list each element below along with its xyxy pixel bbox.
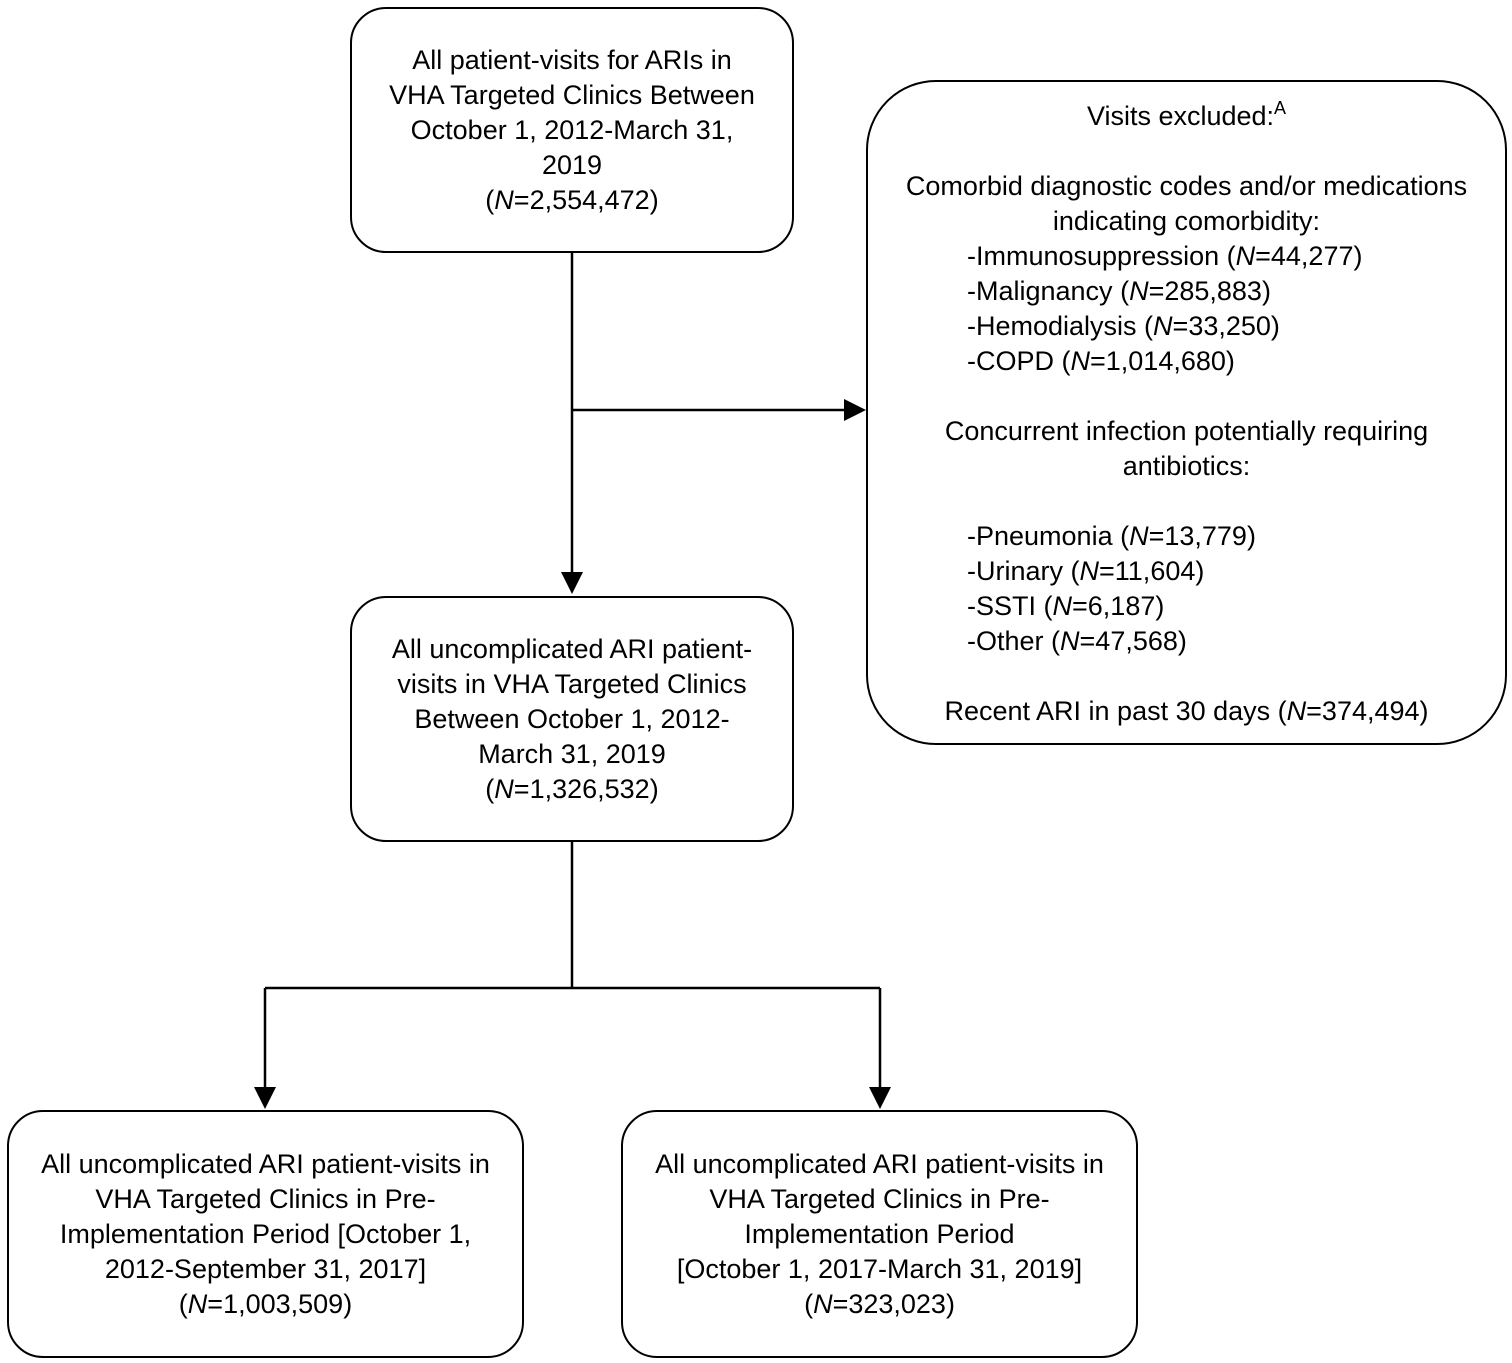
- box-text-line: All uncomplicated ARI patient-visits in: [41, 1148, 490, 1179]
- list-item: -Other (N=47,568): [967, 626, 1187, 656]
- count-value: =1,014,680: [1090, 346, 1226, 376]
- list-item: -Malignancy (N=285,883): [967, 276, 1271, 306]
- item-label: -Urinary: [967, 556, 1064, 586]
- infection-heading-line: Concurrent infection potentially requiri…: [944, 416, 1429, 446]
- footnote-marker: A: [1274, 98, 1287, 118]
- n-symbol: N: [494, 773, 514, 804]
- box-text-line: VHA Targeted Clinics Between: [389, 79, 755, 110]
- list-item: -Urinary (N=11,604): [967, 556, 1205, 586]
- list-item: -Pneumonia (N=13,779): [967, 521, 1256, 551]
- arrowhead-middle: [561, 572, 583, 594]
- pre-implementation-box: All uncomplicated ARI patient-visits in …: [7, 1110, 524, 1358]
- list-item: -SSTI (N=6,187): [967, 591, 1165, 621]
- box-text-line: 2019: [541, 149, 603, 180]
- box-text-line: Implementation Period: [744, 1218, 1015, 1249]
- uncomplicated-ari-visits-box: All uncomplicated ARI patient- visits in…: [350, 596, 794, 842]
- box-text-line: VHA Targeted Clinics in Pre-: [709, 1183, 1050, 1214]
- n-symbol: N: [813, 1288, 833, 1319]
- count-value: =33,250: [1172, 311, 1271, 341]
- count-value: =2,554,472: [513, 184, 650, 215]
- excluded-title: Visits excluded:A: [1087, 99, 1286, 134]
- count-value: =1,326,532: [513, 773, 650, 804]
- box-text-line: visits in VHA Targeted Clinics: [397, 668, 747, 699]
- all-ari-visits-box: All patient-visits for ARIs in VHA Targe…: [350, 7, 794, 253]
- count-value: =13,779: [1148, 521, 1247, 551]
- excluded-visits-box: Visits excluded:A Comorbid diagnostic co…: [866, 80, 1507, 745]
- count-value: =47,568: [1079, 626, 1178, 656]
- n-symbol: N: [1052, 591, 1073, 621]
- box-text-line: October 1, 2012-March 31,: [410, 114, 734, 145]
- count-value: =44,277: [1255, 241, 1354, 271]
- box-count: (N=2,554,472): [485, 184, 659, 215]
- box-count: (N=1,326,532): [485, 773, 659, 804]
- comorbid-heading-line: indicating comorbidity:: [1052, 206, 1321, 236]
- box-text-line: [October 1, 2017-March 31, 2019]: [676, 1253, 1083, 1284]
- comorbid-list: -Immunosuppression (N=44,277) -Malignanc…: [868, 239, 1505, 379]
- excluded-title-text: Visits excluded:: [1086, 101, 1275, 131]
- n-symbol: N: [1129, 521, 1149, 551]
- count-value: =374,494: [1306, 696, 1420, 726]
- item-label: -Immunosuppression: [967, 241, 1220, 271]
- box-text-line: 2012-September 31, 2017]: [104, 1253, 427, 1284]
- list-item: -COPD (N=1,014,680): [967, 346, 1235, 376]
- arrowhead-bottom-left: [254, 1087, 276, 1109]
- list-item: -Hemodialysis (N=33,250): [967, 311, 1280, 341]
- count-value: =323,023: [832, 1288, 946, 1319]
- n-symbol: N: [1129, 276, 1149, 306]
- n-symbol: N: [1153, 311, 1173, 341]
- box-text-line: Between October 1, 2012-: [414, 703, 730, 734]
- n-symbol: N: [494, 184, 514, 215]
- arrowhead-bottom-right: [869, 1087, 891, 1109]
- box-text-line: All patient-visits for ARIs in: [412, 44, 732, 75]
- implementation-period-box: All uncomplicated ARI patient-visits in …: [621, 1110, 1138, 1358]
- recent-label: Recent ARI in past 30 days: [944, 696, 1271, 726]
- count-value: =285,883: [1148, 276, 1262, 306]
- infection-list: -Pneumonia (N=13,779) -Urinary (N=11,604…: [868, 519, 1505, 659]
- box-count: (N=1,003,509): [178, 1288, 353, 1319]
- item-label: -Hemodialysis: [967, 311, 1137, 341]
- n-symbol: N: [1235, 241, 1256, 271]
- n-symbol: N: [1286, 696, 1307, 726]
- infection-heading-line: antibiotics:: [1122, 451, 1251, 481]
- count-value: =1,003,509: [207, 1288, 344, 1319]
- item-label: -Other: [967, 626, 1044, 656]
- recent-ari-line: Recent ARI in past 30 days (N=374,494): [944, 696, 1429, 726]
- box-text-line: All uncomplicated ARI patient-visits in: [655, 1148, 1104, 1179]
- count-value: =11,604: [1099, 556, 1196, 586]
- box-text-line: All uncomplicated ARI patient-: [391, 633, 753, 664]
- n-symbol: N: [187, 1288, 208, 1319]
- box-text-line: March 31, 2019: [478, 738, 666, 769]
- box-text-line: Implementation Period [October 1,: [59, 1218, 472, 1249]
- item-label: -Malignancy: [967, 276, 1113, 306]
- comorbid-heading-line: Comorbid diagnostic codes and/or medicat…: [905, 171, 1468, 201]
- arrowhead-excluded: [844, 399, 866, 421]
- n-symbol: N: [1060, 626, 1080, 656]
- box-text-line: VHA Targeted Clinics in Pre-: [95, 1183, 436, 1214]
- item-label: -COPD: [967, 346, 1054, 376]
- n-symbol: N: [1079, 556, 1100, 586]
- item-label: -SSTI: [967, 591, 1037, 621]
- box-count: (N=323,023): [804, 1288, 955, 1319]
- list-item: -Immunosuppression (N=44,277): [967, 241, 1363, 271]
- count-value: =6,187: [1072, 591, 1156, 621]
- n-symbol: N: [1070, 346, 1091, 376]
- item-label: -Pneumonia: [967, 521, 1113, 551]
